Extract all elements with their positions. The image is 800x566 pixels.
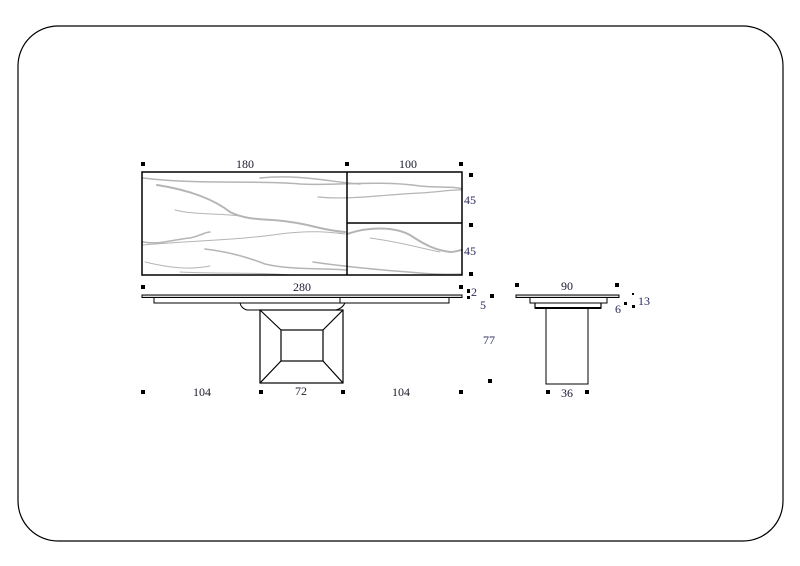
- dim-marker: [459, 162, 463, 166]
- dim-marker: [467, 296, 470, 299]
- dim-marker: [141, 162, 145, 166]
- front-tabletop: [141, 294, 463, 298]
- side-view: [515, 294, 620, 385]
- dim-marker: [624, 302, 627, 305]
- dim-apron-thickness: 5: [480, 298, 486, 312]
- pedestal-inner: [280, 329, 324, 362]
- side-tabletop: [515, 294, 620, 298]
- dim-marker: [615, 283, 619, 287]
- dim-marker: [585, 390, 589, 394]
- dim-marker: [515, 283, 519, 287]
- dim-height-lower: 45: [464, 244, 476, 258]
- front-apron: [153, 298, 450, 304]
- marble-veins: [142, 176, 463, 276]
- dim-marker: [141, 285, 145, 289]
- dim-top-thickness: 2: [471, 285, 477, 299]
- dim-marker: [259, 390, 263, 394]
- dim-marker: [469, 223, 473, 227]
- dim-marker: [546, 390, 550, 394]
- dim-marker: [141, 390, 145, 394]
- dim-marker: [459, 390, 463, 394]
- dim-overhang-left: 104: [193, 385, 211, 399]
- side-pedestal: [545, 307, 589, 385]
- dim-marker: [345, 162, 349, 166]
- dim-small-a: 6: [615, 302, 621, 316]
- dim-marker: [459, 285, 463, 289]
- dim-depth: 90: [561, 279, 573, 293]
- top-view: 180 100 45 45 280: [141, 157, 476, 294]
- dim-small-b: 13: [638, 294, 650, 308]
- dim-base-depth: 36: [561, 386, 573, 400]
- dim-width-right: 100: [399, 157, 417, 171]
- dim-base-width: 72: [295, 384, 307, 398]
- dim-height-upper: 45: [464, 193, 476, 207]
- pedestal-outer: [259, 309, 344, 384]
- dim-overhang-right: 104: [392, 385, 410, 399]
- dim-marker: [490, 294, 494, 298]
- side-apron: [529, 298, 608, 304]
- dim-marker: [632, 293, 634, 295]
- dim-marker: [488, 379, 492, 383]
- dim-marker: [341, 390, 345, 394]
- drawing-frame: [17, 25, 784, 542]
- dim-marker: [469, 272, 473, 276]
- front-view: [141, 294, 463, 384]
- dim-height: 77: [483, 333, 495, 347]
- dim-marker: [467, 289, 470, 293]
- dim-marker: [632, 305, 635, 308]
- dim-total-length: 280: [293, 280, 311, 294]
- dim-width-left: 180: [236, 157, 254, 171]
- dim-marker: [469, 173, 473, 177]
